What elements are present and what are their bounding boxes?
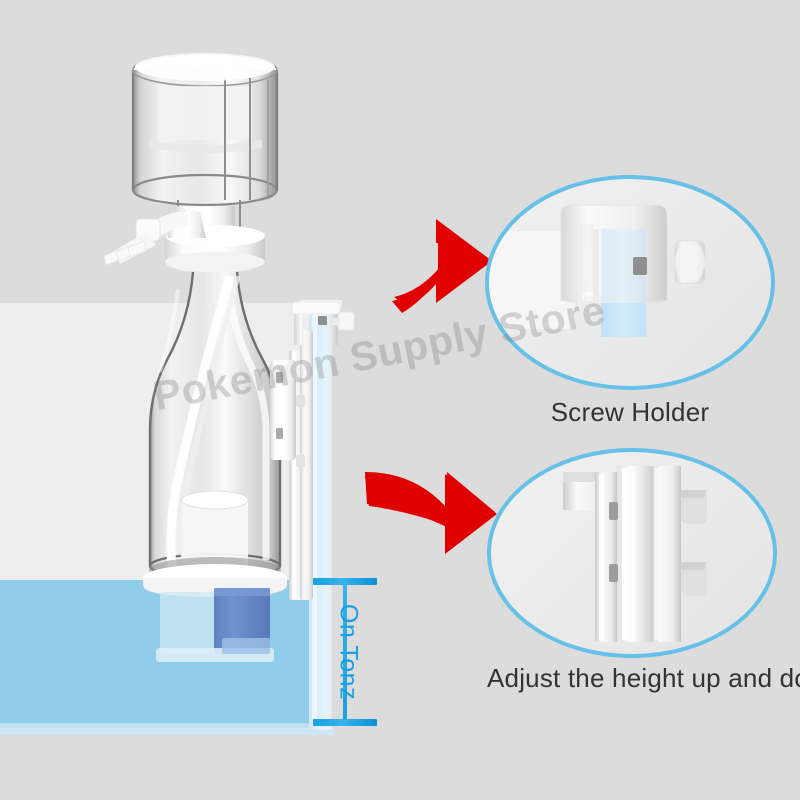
tank-rim — [300, 300, 342, 309]
callout-height-adjust-ellipse — [487, 448, 777, 658]
tank-bottom-edge — [0, 728, 334, 735]
tank-glass-highlight — [312, 306, 317, 726]
measure-cap-top — [313, 578, 377, 585]
measure-cap-bottom — [313, 719, 377, 726]
arrow-to-screw-holder-callout — [392, 219, 492, 313]
skimmer-neck — [165, 206, 265, 272]
tank-water-shadow — [0, 723, 310, 732]
collection-cup — [131, 53, 279, 250]
callout-height-adjust-label: Adjust the height up and down — [487, 663, 800, 693]
tank-interior — [0, 303, 310, 580]
height-adjust-zoom-illustration — [563, 466, 707, 642]
measure-label: On Tonz — [334, 603, 363, 701]
drain-valve — [103, 209, 206, 266]
measure-line — [343, 582, 347, 723]
arrow-to-height-adjust-callout — [365, 472, 497, 554]
screw-holder-zoom-illustration — [489, 204, 706, 337]
callout-screw-holder-label: Screw Holder — [550, 397, 710, 427]
tank-water — [0, 580, 310, 730]
callout-screw-holder-ellipse — [485, 175, 775, 390]
water-depth-measurement: On Tonz — [313, 578, 383, 726]
